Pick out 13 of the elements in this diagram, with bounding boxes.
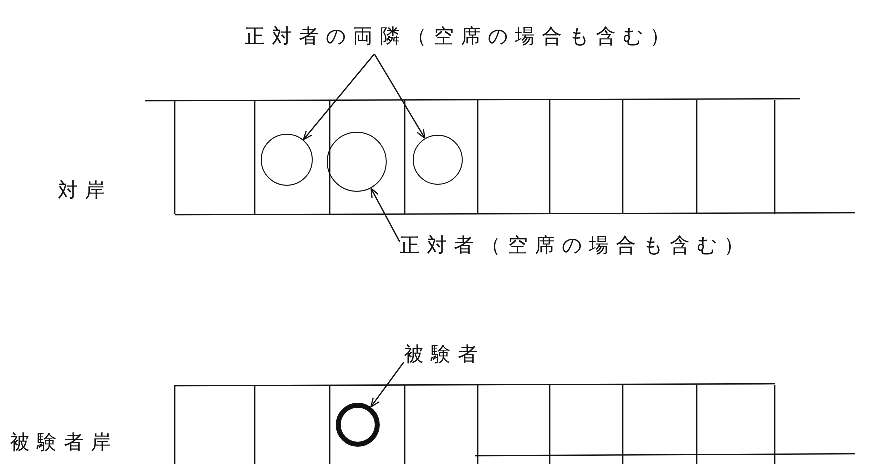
callout-text: 正対者の両隣（空席の場合も含む） (245, 22, 677, 50)
subject-seat-circle (336, 403, 380, 447)
side-label: 被験者岸 (10, 429, 118, 456)
arrow (370, 362, 405, 408)
callout-text: 被験者 (404, 340, 485, 368)
seat-circle (413, 135, 463, 185)
side-label: 対岸 (58, 177, 112, 204)
seat-circle (261, 134, 313, 186)
seat-circle (327, 132, 387, 192)
arrow (370, 188, 401, 242)
arrow (374, 54, 426, 140)
arrow (303, 54, 376, 140)
callout-text: 正対者（空席の場合も含む） (400, 231, 751, 259)
